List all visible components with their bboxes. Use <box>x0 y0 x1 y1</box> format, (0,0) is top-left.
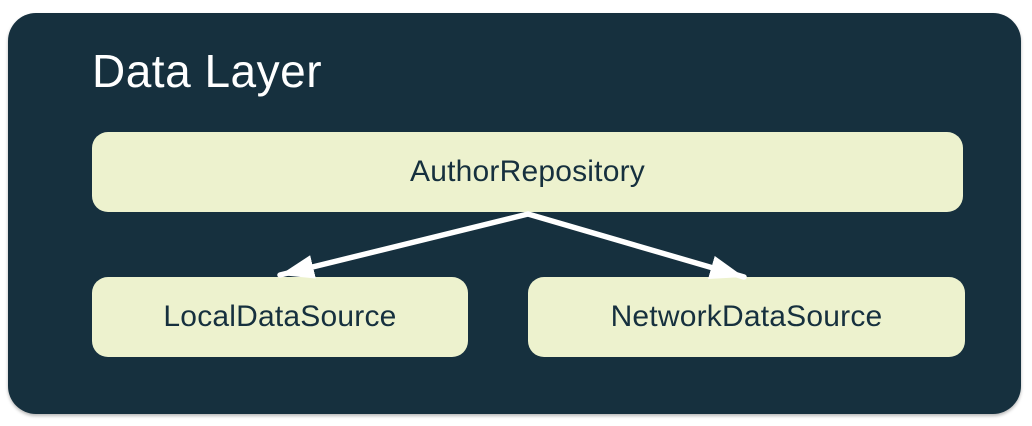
node-author-repository-label: AuthorRepository <box>410 155 645 188</box>
node-local-data-source: LocalDataSource <box>92 277 468 357</box>
node-author-repository: AuthorRepository <box>92 132 963 212</box>
data-layer-container: Data Layer AuthorRepository LocalDataSou… <box>8 13 1021 414</box>
node-local-data-source-label: LocalDataSource <box>163 300 397 333</box>
node-network-data-source: NetworkDataSource <box>528 277 965 357</box>
diagram-title: Data Layer <box>92 45 323 97</box>
node-network-data-source-label: NetworkDataSource <box>610 300 883 333</box>
